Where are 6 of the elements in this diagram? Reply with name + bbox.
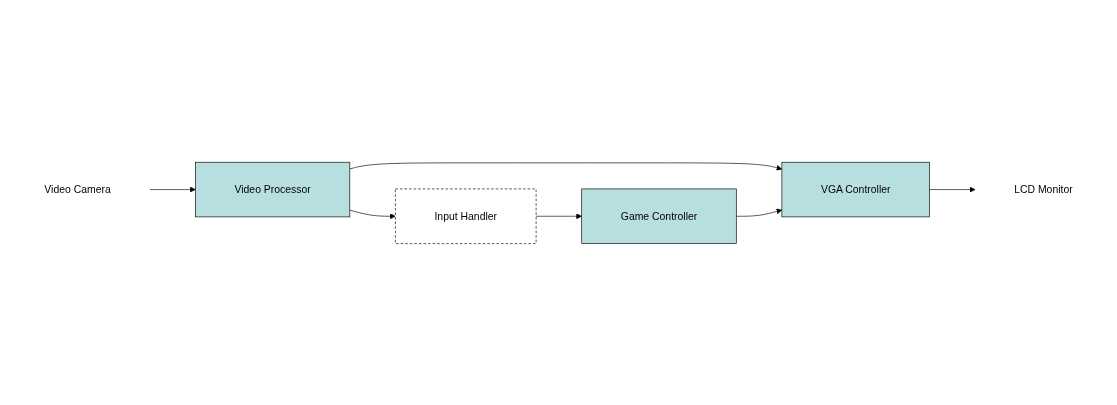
node-box: Input Handler (395, 188, 537, 244)
node-box: Game Controller (581, 188, 737, 244)
node-text: Video Camera (44, 183, 111, 195)
node-box: Video Processor (195, 161, 351, 217)
node-box: VGA Controller (781, 161, 930, 217)
node-text: LCD Monitor (1014, 183, 1073, 195)
